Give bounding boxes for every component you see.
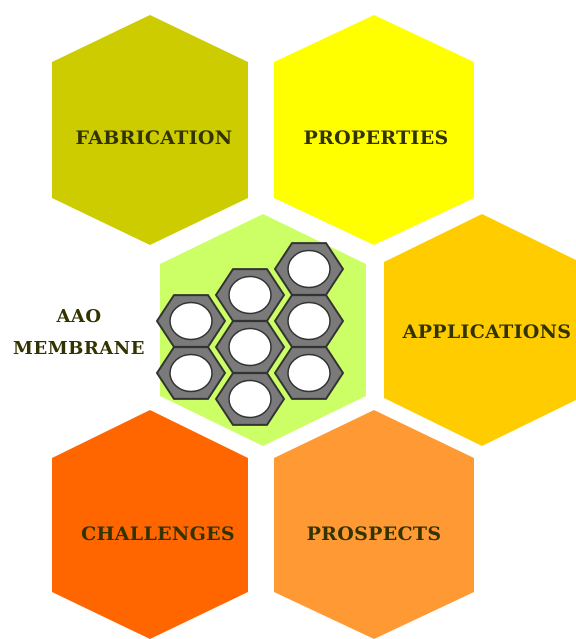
pore (287, 353, 331, 393)
hex-prospects: PROSPECTS (274, 410, 474, 639)
aao-membrane-label-line1: AAO (55, 306, 101, 327)
hex-fabrication-shape (52, 15, 248, 245)
hex-properties-label: PROPERTIES (303, 127, 448, 149)
hex-applications-shape (384, 214, 576, 446)
pore (228, 379, 272, 419)
hex-challenges-label: CHALLENGES (81, 523, 235, 545)
hex-properties: PROPERTIES (274, 15, 474, 245)
aao-membrane-label-line2: MEMBRANE (13, 338, 145, 359)
pore (169, 301, 213, 341)
pore (228, 327, 272, 367)
pore (287, 301, 331, 341)
pore (169, 353, 213, 393)
hex-properties-shape (274, 15, 474, 245)
pore-cluster (155, 242, 345, 426)
hex-prospects-label: PROSPECTS (307, 523, 442, 545)
hex-applications: APPLICATIONS (384, 214, 576, 446)
hex-fabrication-label: FABRICATION (76, 127, 233, 149)
hex-challenges: CHALLENGES (52, 410, 248, 639)
hex-applications-label: APPLICATIONS (402, 321, 572, 343)
hex-challenges-shape (52, 410, 248, 639)
hex-prospects-shape (274, 410, 474, 639)
hex-center (155, 214, 366, 446)
pore (228, 275, 272, 315)
pore (287, 249, 331, 289)
hex-fabrication: FABRICATION (52, 15, 248, 245)
